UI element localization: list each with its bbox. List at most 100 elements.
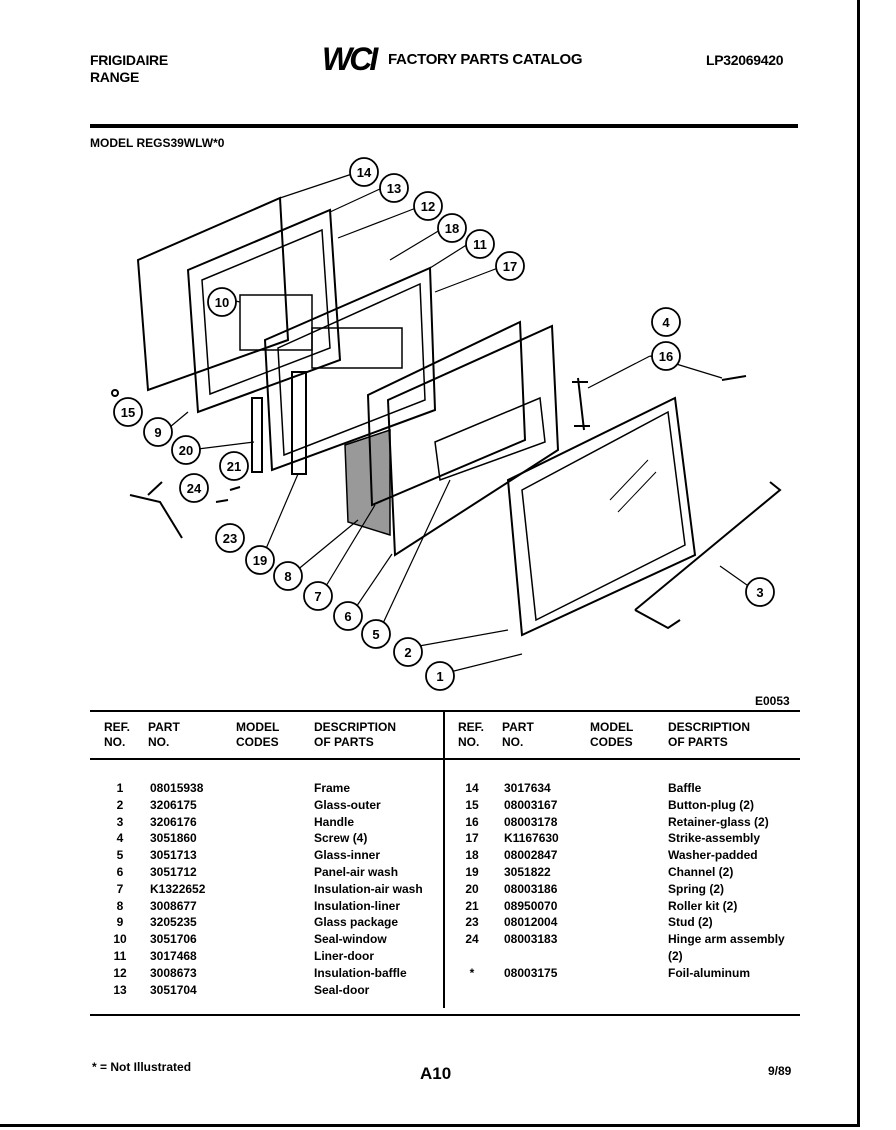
table-row: (2): [0, 948, 860, 965]
description: Washer-padded: [668, 848, 758, 863]
part-no: 08950070: [504, 898, 558, 913]
callout-7: 7: [303, 581, 333, 611]
description: Glass package: [314, 915, 399, 930]
svg-text:10: 10: [215, 295, 229, 310]
callout-20: 20: [171, 435, 201, 465]
ref-no: 13: [113, 982, 127, 997]
ref-no: 17: [465, 831, 479, 846]
svg-text:20: 20: [179, 443, 193, 458]
part-liner-door: [263, 266, 437, 472]
ref-no: 15: [465, 797, 479, 812]
svg-text:14: 14: [357, 165, 372, 180]
callout-10: 10: [207, 287, 237, 317]
svg-text:7: 7: [314, 589, 321, 604]
callout-12: 12: [413, 191, 443, 221]
description: Retainer-glass (2): [668, 814, 769, 829]
svg-text:6: 6: [344, 609, 351, 624]
callout-16: 16: [651, 341, 681, 371]
ref-no: 10: [113, 932, 127, 947]
callout-21: 21: [219, 451, 249, 481]
callout-1: 1: [425, 661, 455, 691]
callout-18: 18: [437, 213, 467, 243]
callout-8: 8: [273, 561, 303, 591]
ref-no: 9: [116, 915, 124, 930]
revision-date: 9/89: [768, 1064, 792, 1078]
description: Panel-air wash: [314, 864, 399, 879]
description: Glass-inner: [314, 848, 381, 863]
part-no: 3008673: [150, 965, 197, 980]
footnote: * = Not Illustrated: [92, 1060, 192, 1074]
svg-text:24: 24: [187, 481, 202, 496]
svg-text:11: 11: [473, 237, 487, 252]
callout-2: 2: [393, 637, 423, 667]
part-no: 3206175: [150, 797, 197, 812]
brand: FRIGIDAIRE RANGE: [90, 52, 168, 86]
ref-no: 1: [116, 781, 124, 795]
part-glass-outer: [521, 410, 686, 622]
table-row: 8 3008677 Insulation-liner: [0, 898, 443, 915]
part-no: 08003183: [504, 932, 558, 947]
description: Handle: [314, 814, 355, 829]
part-no: 08003167: [504, 797, 558, 812]
ref-no: 8: [116, 898, 124, 913]
table-header-rule: [90, 758, 800, 760]
part-panel-air-wash: [386, 324, 560, 557]
svg-text:12: 12: [421, 199, 435, 214]
description: Baffle: [668, 781, 702, 795]
catalog-title: FACTORY PARTS CATALOG: [388, 51, 583, 68]
part-no: 3017468: [150, 948, 197, 963]
description: Button-plug (2): [668, 797, 754, 812]
callout-13: 13: [379, 173, 409, 203]
ref-no: 19: [465, 864, 479, 879]
callout-9: 9: [143, 417, 173, 447]
ref-no: 24: [465, 932, 479, 947]
header-ref-left: REF.NO.: [104, 720, 131, 749]
part-insulation: [344, 428, 391, 537]
ref-no: 6: [116, 864, 124, 879]
ref-no: 3: [116, 814, 124, 829]
part-no: K1322652: [150, 881, 206, 896]
callout-24: 24: [179, 473, 209, 503]
part-hinge-arm: [129, 481, 183, 539]
callout-6: 6: [333, 601, 363, 631]
ref-no: 5: [116, 848, 124, 863]
part-frame: [506, 396, 697, 637]
callout-19: 19: [245, 545, 275, 575]
description: Frame: [314, 781, 351, 795]
description: Foil-aluminum: [668, 965, 750, 980]
svg-text:21: 21: [227, 459, 241, 474]
svg-text:13: 13: [387, 181, 401, 196]
exploded-diagram: 14 13 12 18 11 17 10 4 16 15 9 20 21 24 …: [111, 157, 782, 691]
part-seal-window: [186, 208, 342, 414]
ref-no: 4: [116, 831, 124, 846]
ref-no: 12: [113, 965, 127, 980]
description: Insulation-air wash: [314, 881, 423, 896]
description: (2): [668, 948, 683, 963]
part-no: 3008677: [150, 898, 197, 913]
catalog-number: LP32069420: [706, 52, 784, 68]
description: Insulation-liner: [314, 898, 401, 913]
svg-text:9: 9: [154, 425, 161, 440]
figure-code: E0053: [755, 694, 790, 708]
callout-14: 14: [349, 157, 379, 187]
description: Seal-window: [314, 932, 387, 947]
ref-no: 11: [113, 948, 127, 963]
description: Liner-door: [314, 948, 374, 963]
